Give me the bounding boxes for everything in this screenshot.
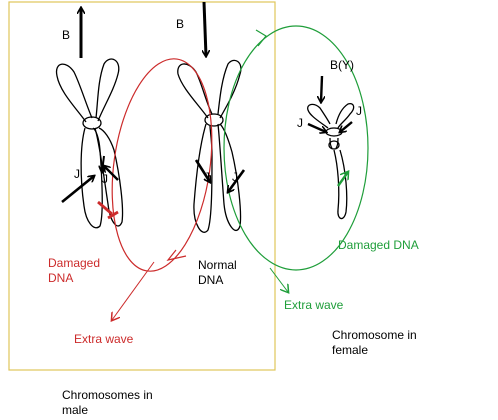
label-j-right-1: J bbox=[297, 116, 303, 130]
label-damaged-dna-male: Damaged DNA bbox=[48, 256, 101, 285]
label-b-y: B(Y) bbox=[330, 58, 354, 72]
label-damaged-dna-female: Damaged DNA bbox=[338, 238, 419, 252]
label-j-center-2: J bbox=[232, 170, 238, 184]
down-arrow-right bbox=[321, 75, 322, 102]
label-chromosome-female: Chromosome in female bbox=[332, 328, 417, 357]
red-wave-ellipse bbox=[111, 58, 213, 272]
red-wave-pointer bbox=[112, 261, 155, 320]
left-chromosome bbox=[55, 58, 124, 229]
j-arrow-left-1 bbox=[61, 176, 94, 204]
down-arrow-center bbox=[204, 1, 206, 56]
j-arrow-right-2 bbox=[340, 121, 353, 132]
j-arrow-left-3 bbox=[102, 155, 104, 172]
j-arrow-center-1 bbox=[194, 159, 210, 182]
j-arrow-center-2 bbox=[228, 169, 246, 192]
male-box bbox=[8, 1, 276, 371]
label-j-center-1: J bbox=[204, 170, 210, 184]
label-j-right-2: J bbox=[356, 104, 362, 118]
red-damage-arrow bbox=[97, 200, 113, 216]
green-wave-ellipse bbox=[223, 25, 369, 271]
label-j-left-2: J bbox=[102, 172, 108, 186]
label-b-left: B bbox=[62, 28, 71, 42]
j-arrow-right-1 bbox=[307, 122, 326, 132]
label-j-left-1: J bbox=[74, 167, 80, 181]
green-wave-pointer bbox=[269, 267, 288, 292]
female-chromosome bbox=[307, 102, 355, 220]
red-ellipse-arrowhead bbox=[166, 249, 187, 261]
label-normal-dna: Normal DNA bbox=[198, 258, 237, 287]
label-extra-wave-female: Extra wave bbox=[284, 298, 344, 312]
green-damage-arrow bbox=[337, 172, 348, 187]
center-chromosome bbox=[177, 59, 242, 233]
label-b-center: B bbox=[176, 17, 185, 31]
green-ellipse-arrowhead bbox=[255, 29, 267, 47]
label-extra-wave-male: Extra wave bbox=[74, 332, 134, 346]
label-chromosomes-male: Chromosomes in male bbox=[62, 388, 153, 417]
